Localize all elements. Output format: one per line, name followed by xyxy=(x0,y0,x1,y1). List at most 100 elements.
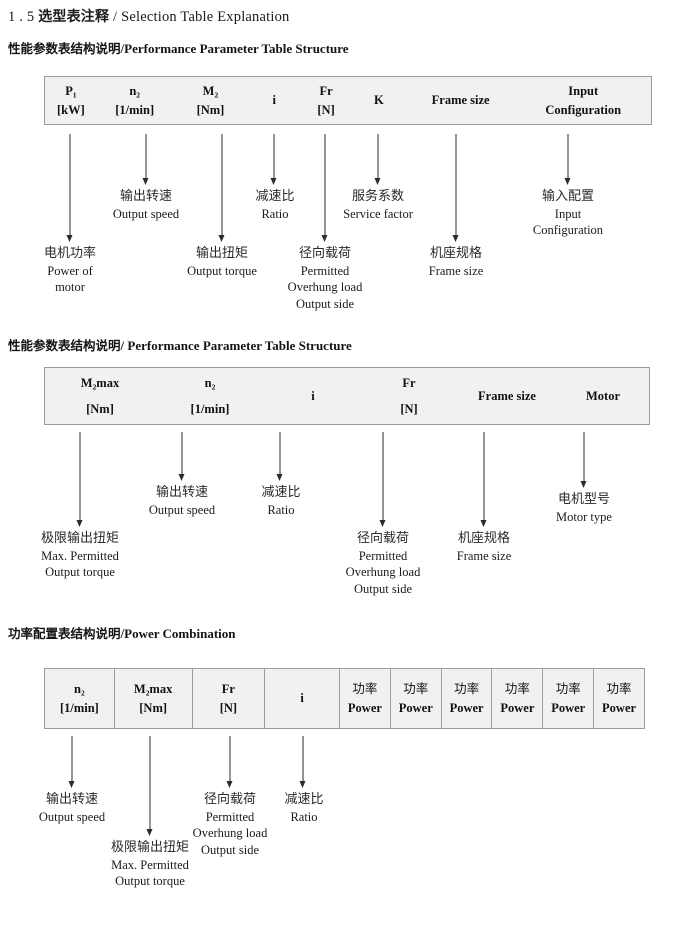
annotation-chinese: 径向载荷 xyxy=(298,246,352,261)
table-column-frame-size: Frame size xyxy=(406,77,516,124)
arrow-to-power-of-motor xyxy=(66,134,75,242)
arrow-to-output-speed xyxy=(68,736,77,788)
cell-line-2: [N] xyxy=(400,402,418,416)
annotation-chinese: 输出转速 xyxy=(155,485,208,500)
cell-line-1: n₂ xyxy=(74,682,85,697)
cell-line-2: [N] xyxy=(219,700,238,715)
table-column-power-3: 功率 Power xyxy=(440,669,492,728)
annotation-motor-type: 电机型号 Motor type xyxy=(556,491,612,525)
cell-line-1: 功率 xyxy=(555,681,581,697)
annotation-english-1: Output speed xyxy=(112,206,180,221)
table-column-power-6: 功率 Power xyxy=(593,669,644,728)
annotation-permitted-overhung-load: 径向载荷 Permitted Overhung load Output side xyxy=(193,791,268,859)
annotation-max-permitted-output-torque: 极限输出扭矩 Max. Permitted Output torque xyxy=(111,839,189,890)
annotation-ratio: 减速比 Ratio xyxy=(284,791,323,825)
section-heading-chinese: 功率配置表结构说明 xyxy=(8,626,121,641)
arrow-to-permitted-overhung-load xyxy=(226,736,235,788)
table-column-i: i xyxy=(264,669,339,728)
annotation-english-2: motor xyxy=(55,280,85,295)
table-column-fr: Fr [N] xyxy=(300,77,352,124)
annotation-chinese: 极限输出扭矩 xyxy=(40,531,120,546)
section-heading-performance-2: 性能参数表结构说明/ Performance Parameter Table S… xyxy=(8,335,352,354)
page-title-english: Selection Table Explanation xyxy=(121,9,290,25)
annotation-english-1: Ratio xyxy=(290,809,318,824)
annotation-english-1: Ratio xyxy=(261,206,289,221)
cell-line-2: [Nm] xyxy=(86,402,114,416)
cell-line-2: Power xyxy=(551,700,586,715)
section-heading-separator: / xyxy=(120,41,125,56)
cell-line-1: M₂max xyxy=(133,682,173,697)
annotation-chinese: 径向载荷 xyxy=(203,792,257,807)
table-column-frame-size: Frame size xyxy=(457,368,557,424)
cell-line-2: [Nm] xyxy=(139,700,168,715)
annotation-english-3: Output side xyxy=(354,582,412,597)
cell-line-2: Power xyxy=(449,700,484,715)
arrow-to-ratio xyxy=(270,134,279,185)
annotation-chinese: 输出转速 xyxy=(119,189,172,204)
cell-line-1: 功率 xyxy=(504,681,530,697)
annotation-chinese: 减速比 xyxy=(284,792,324,807)
page-title-separator: / xyxy=(113,9,118,25)
arrow-to-output-speed xyxy=(178,432,187,481)
table-column-fr: Fr [N] xyxy=(191,669,265,728)
annotation-chinese: 减速比 xyxy=(255,189,295,204)
cell-line-1: Motor xyxy=(585,388,620,403)
annotation-ratio: 减速比 Ratio xyxy=(261,484,300,518)
arrow-to-input-configuration xyxy=(564,134,573,185)
table-column-power-5: 功率 Power xyxy=(542,669,593,728)
annotation-english-2: Configuration xyxy=(532,223,604,238)
annotation-max-permitted-output-torque: 极限输出扭矩 Max. Permitted Output torque xyxy=(41,530,119,581)
annotation-english-1: Permitted xyxy=(300,263,350,278)
cell-line-2: Configuration xyxy=(545,102,622,117)
table-column-m2: M₂ [Nm] xyxy=(173,77,249,124)
annotation-english-1: Permitted xyxy=(205,809,255,824)
annotation-permitted-overhung-load: 径向载荷 Permitted Overhung load Output side xyxy=(288,245,363,313)
arrow-to-max-permitted-output-torque xyxy=(76,432,85,527)
arrow-to-max-permitted-output-torque xyxy=(146,736,155,836)
cell-line-2: Power xyxy=(398,700,433,715)
annotation-english-1: Max. Permitted xyxy=(111,857,189,872)
annotation-chinese: 机座规格 xyxy=(457,531,510,546)
annotation-english-3: Output side xyxy=(201,843,259,858)
annotation-chinese: 减速比 xyxy=(261,485,301,500)
table-column-motor: Motor xyxy=(557,368,649,424)
section-heading-english: Performance Parameter Table Structure xyxy=(124,41,349,56)
table-column-m2max: M₂max [Nm] xyxy=(45,368,155,424)
cell-line-1: i xyxy=(300,691,304,706)
annotation-frame-size: 机座规格 Frame size xyxy=(457,530,512,564)
cell-line-1: n₂ xyxy=(129,84,141,99)
table-column-input-configuration: Input Configuration xyxy=(515,77,651,124)
cell-line-1: Fr xyxy=(221,682,235,697)
cell-line-1: n₂ xyxy=(204,375,216,390)
page-title: 1 . 5 选型表注释 / Selection Table Explanatio… xyxy=(8,6,290,26)
power-combination-table: n₂ [1/min] M₂max [Nm] Fr [N] i 功率 Power … xyxy=(44,668,645,729)
annotation-english-1: Permitted xyxy=(358,548,408,563)
annotation-output-speed: 输出转速 Output speed xyxy=(149,484,215,518)
annotation-english-1: Output torque xyxy=(187,263,257,278)
annotation-english-2: Output torque xyxy=(45,565,115,580)
cell-line-1: Frame size xyxy=(478,388,536,403)
table-column-i: i xyxy=(248,77,300,124)
annotation-ratio: 减速比 Ratio xyxy=(255,188,294,222)
table-column-n2: n₂ [1/min] xyxy=(97,77,173,124)
annotation-frame-size: 机座规格 Frame size xyxy=(429,245,484,279)
annotation-chinese: 电机型号 xyxy=(557,492,610,507)
annotation-chinese: 径向载荷 xyxy=(356,531,410,546)
cell-line-1: i xyxy=(311,388,315,403)
cell-line-2: Power xyxy=(347,700,382,715)
cell-line-2: [Nm] xyxy=(196,102,225,117)
arrow-to-output-speed xyxy=(142,134,151,185)
arrow-to-frame-size xyxy=(480,432,489,527)
performance-parameter-table-1: P₁ [kW] n₂ [1/min] M₂ [Nm] i Fr [N] K Fr… xyxy=(44,76,652,125)
arrow-to-service-factor xyxy=(374,134,383,185)
annotation-english-1: Frame size xyxy=(456,548,512,563)
annotation-power-of-motor: 电机功率 Power of motor xyxy=(44,245,96,296)
annotation-english-2: Overhung load xyxy=(287,280,363,295)
cell-line-1: 功率 xyxy=(606,681,632,697)
cell-line-1: Frame size xyxy=(431,93,490,108)
table-column-n2: n₂ [1/min] xyxy=(155,368,265,424)
table-column-fr: Fr [N] xyxy=(361,368,457,424)
arrow-to-ratio xyxy=(299,736,308,788)
cell-line-2: [1/min] xyxy=(115,102,155,117)
